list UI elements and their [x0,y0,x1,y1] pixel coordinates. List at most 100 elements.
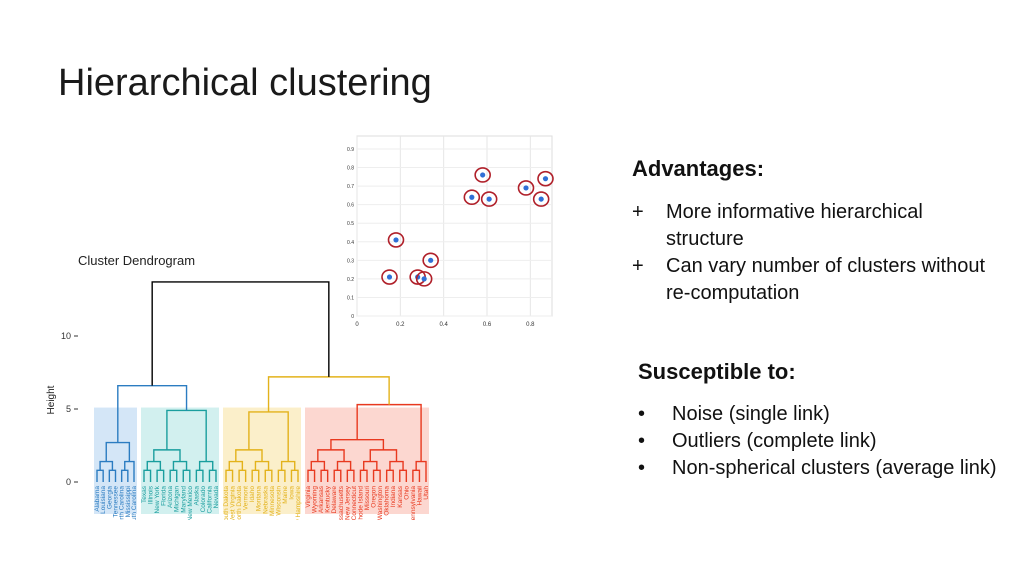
slide-title: Hierarchical clustering [58,62,432,104]
list-item: + Can vary number of clusters without re… [632,253,992,307]
dendrogram-leaf-label: Oklahoma [384,486,391,516]
scatter-point [486,196,492,202]
susceptible-text: Noise (single link) [672,403,830,425]
scatter-y-tick: 0.3 [347,258,354,264]
dendrogram-leaf-label: Hawaii [416,486,423,506]
dendrogram-leaf-label: Georgia [106,486,113,510]
dendrogram-leaf-label: Rhode Island [357,486,364,520]
advantages-heading: Advantages: [632,156,765,181]
dendrogram-leaf-label: Arkansas [318,485,325,513]
scatter-point-ring [463,189,481,206]
scatter-x-tick: 0 [355,322,359,328]
scatter-y-tick: 0.9 [347,147,354,153]
scatter-point [421,276,427,282]
scatter-y-tick: 0.5 [347,221,354,227]
bullet-marker: • [638,457,646,479]
scatter-point [523,185,529,191]
bullet-marker: • [638,403,646,425]
dendrogram-leaf-label: Utah [423,486,430,500]
dendrogram-leaf-label: Florida [161,486,168,506]
dendrogram-leaf-label: Ohio [403,486,410,500]
advantage-text: More informative hierarchical structure [666,201,923,250]
scatter-point-ring [532,191,550,207]
dendrogram-leaf-label: West Virginia [230,486,237,520]
dendrogram-leaf-label: Louisiana [100,486,107,514]
dendrogram-leaf-label: Maine [282,486,289,504]
dendrogram-leaf-label: Minnesota [269,486,276,516]
scatter-point [386,274,393,280]
dendrogram-leaf-label: South Dakota [223,486,230,520]
dendrogram-leaf-label: California [206,486,213,514]
dendrogram-leaf-label: Pennsylvania [410,486,417,520]
dendrogram-leaf-label: New Jersey [344,485,351,520]
scatter-point-ring [537,170,554,187]
dendrogram-leaf-label: North Dakota [236,486,243,520]
plus-marker: + [632,201,644,223]
dendrogram-leaf-label: Alaska [193,486,200,506]
scatter-point-ring [422,252,439,269]
scatter-plot-area [356,135,553,317]
scatter-point-ring [474,167,491,183]
dendrogram-leaf-label: Wisconsin [275,486,282,516]
dendrogram-cluster-box [305,407,429,514]
dendrogram-leaf-label: Nebraska [262,486,269,514]
dendrogram-leaf-label: Michigan [174,486,181,512]
scatter-x-tick: 0.6 [483,322,492,328]
scatter-point [542,176,549,182]
dendrogram-leaf-label: Texas [141,485,148,503]
scatter-y-tick: 0.4 [347,240,354,246]
scatter-point-ring [415,271,433,287]
dendrogram-leaf-label: Massachusetts [338,485,345,520]
dendrogram-leaf-label: Vermont [243,486,250,510]
dendrogram-y-tick: 5 [66,404,71,414]
scatter-y-tick: 0.1 [347,295,354,301]
susceptible-list: • Noise (single link) • Outliers (comple… [638,401,1008,482]
scatter-y-tick: 0.2 [347,277,354,283]
dendrogram-title: Cluster Dendrogram [78,253,196,268]
dendrogram-leaf-label: Idaho [249,486,256,503]
dendrogram-merge [117,384,188,443]
scatter-point-ring [517,180,535,196]
dendrogram-leaf-label: Delaware [331,486,338,514]
advantages-list: + More informative hierarchical structur… [632,199,992,307]
dendrogram-leaf-label: Nevada [213,486,220,509]
scatter-point [428,257,434,263]
dendrogram-leaf-label: Alabama [94,486,101,512]
scatter-y-tick: 0.6 [347,203,354,209]
dendrogram-leaf-label: Oregon [371,486,378,508]
scatter-point [393,237,399,243]
scatter-x-tick: 0.2 [396,322,405,328]
dendrogram-merge [267,376,390,412]
list-item: • Non-spherical clusters (average link) [638,455,1008,482]
dendrogram-leaf-label: Illinois [148,485,155,504]
list-item: • Noise (single link) [638,401,1008,428]
dendrogram-leaf-label: North Carolina [119,486,126,520]
scatter-x-tick: 0.8 [526,322,535,328]
scatter-point-ring [387,232,405,248]
dendrogram-leaf-label: Virginia [305,486,312,508]
list-item: + More informative hierarchical structur… [632,199,992,253]
susceptible-text: Non-spherical clusters (average link) [672,457,997,479]
dendrogram-leaf-label: Washington [377,486,384,520]
susceptible-heading: Susceptible to: [638,359,796,384]
dendrogram-leaf-label: Iowa [288,486,295,500]
dendrogram-leaf-label: Mississippi [125,486,132,517]
dendrogram-leaf-label: New York [154,485,161,513]
scatter-y-tick: 0 [351,314,354,320]
plus-marker: + [632,255,644,277]
dendrogram-leaf-label: Kentucky [325,485,332,512]
dendrogram-y-tick: 10 [61,331,71,341]
scatter-point-ring [381,269,398,285]
dendrogram-leaf-label: New Mexico [187,486,194,520]
dendrogram-leaf-label: Arizona [167,486,174,508]
scatter-x-tick: 0.4 [439,322,448,328]
scatter-y-tick: 0.7 [347,184,354,190]
dendrogram-leaf-label: Maryland [180,486,187,513]
dendrogram-leaf-label: Tennessee [113,486,120,518]
scatter-point [538,196,544,202]
dendrogram-merge [248,411,289,462]
scatter-point-ring [480,191,498,207]
advantage-text: Can vary number of clusters without re-c… [666,255,986,304]
